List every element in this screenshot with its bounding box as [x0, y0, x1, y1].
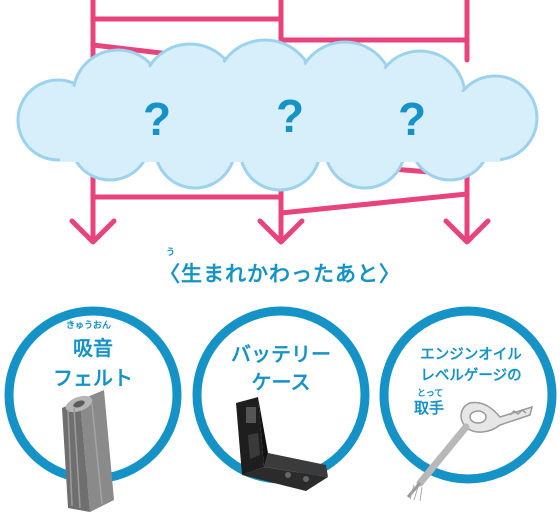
heading-ruby: う — [166, 248, 176, 258]
arrowhead-right — [443, 218, 491, 245]
item-battery-title-line1: バッテリー — [231, 342, 331, 366]
thought-cloud: ? ? ? — [16, 38, 539, 192]
heading-after-rebirth: 〈生まれかわったあと〉 — [159, 262, 401, 286]
recycling-diagram: ? ? ? う 〈生まれかわったあと〉 きゅうおん 吸音 フェルト バッテリー … — [4, 0, 557, 512]
felt-roll-icon — [62, 390, 114, 512]
arrowhead-left — [69, 218, 117, 245]
battery-case-icon — [236, 397, 328, 491]
item-felt-ruby: きゅうおん — [66, 321, 112, 331]
question-mark-2: ? — [276, 90, 304, 142]
item-felt-title-line1: 吸音 — [73, 336, 113, 360]
question-mark-1: ? — [143, 93, 171, 145]
item-gauge-title-line1: エンジンオイル — [420, 347, 522, 363]
question-mark-3: ? — [398, 93, 426, 145]
oil-gauge-handle-icon — [406, 401, 534, 502]
item-gauge-ruby: とって — [417, 389, 444, 399]
item-felt-title-line2: フェルト — [53, 366, 133, 390]
arrowhead-middle — [257, 218, 305, 245]
item-gauge-title-line3: 取手 — [414, 399, 445, 417]
item-battery-title-line2: ケース — [251, 370, 311, 394]
flow-connector-bottom-2 — [278, 191, 470, 216]
item-circle-gauge — [379, 306, 557, 484]
item-gauge-title-line2: レベルゲージの — [420, 368, 522, 384]
